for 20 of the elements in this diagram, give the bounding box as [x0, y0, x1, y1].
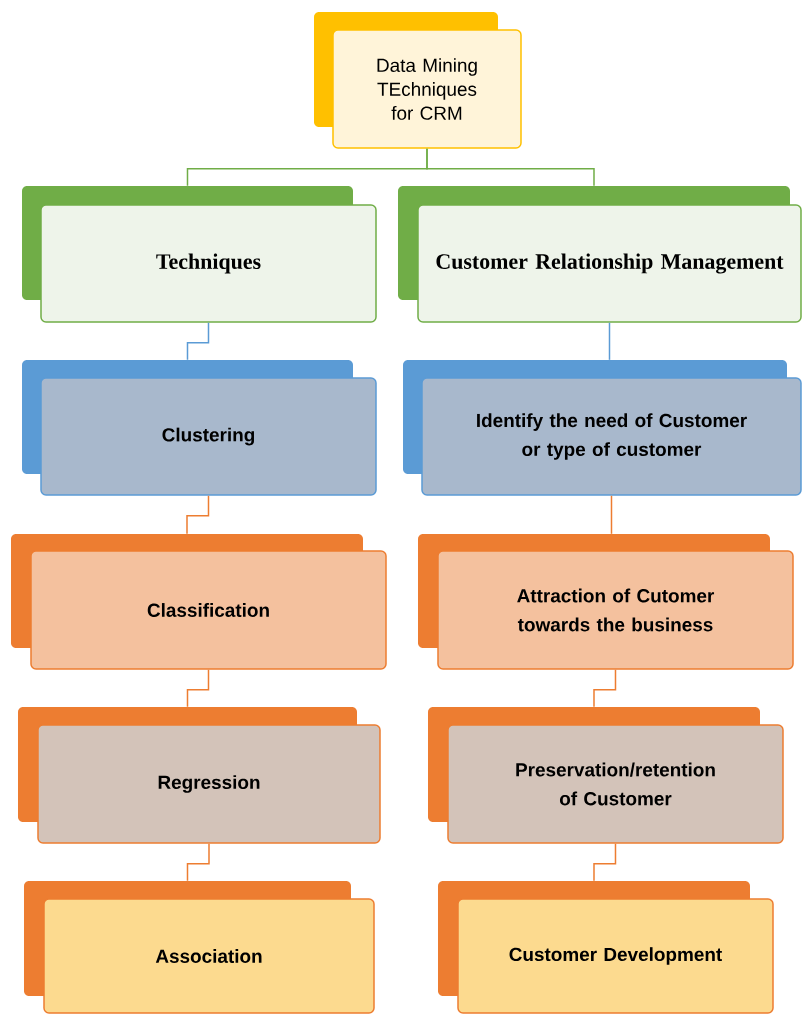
process-box: Clustering: [22, 360, 377, 496]
process-box: Customer Relationship Management: [398, 186, 802, 323]
process-box: Regression: [18, 707, 381, 844]
process-box: Preservation/retention of Customer: [428, 707, 784, 844]
connector-line: [186, 669, 210, 708]
connector-line: [186, 322, 210, 361]
connector-line: [186, 843, 210, 882]
connector-line: [426, 148, 595, 187]
process-box: Classification: [11, 534, 387, 670]
process-box: Association: [24, 881, 375, 1014]
connector-line: [186, 495, 210, 535]
process-box: Customer Development: [438, 881, 774, 1014]
connector-line: [608, 322, 611, 361]
process-box: Techniques: [22, 186, 377, 323]
process-box: Identify the need of Customer or type of customer: [403, 360, 802, 496]
process-box: Data Mining TEchniques for CRM: [314, 12, 522, 149]
process-box: Attraction of Cutomer towards the business: [418, 534, 794, 670]
connector-line: [593, 843, 617, 882]
connector-line: [610, 495, 613, 535]
connector-line: [593, 669, 617, 708]
